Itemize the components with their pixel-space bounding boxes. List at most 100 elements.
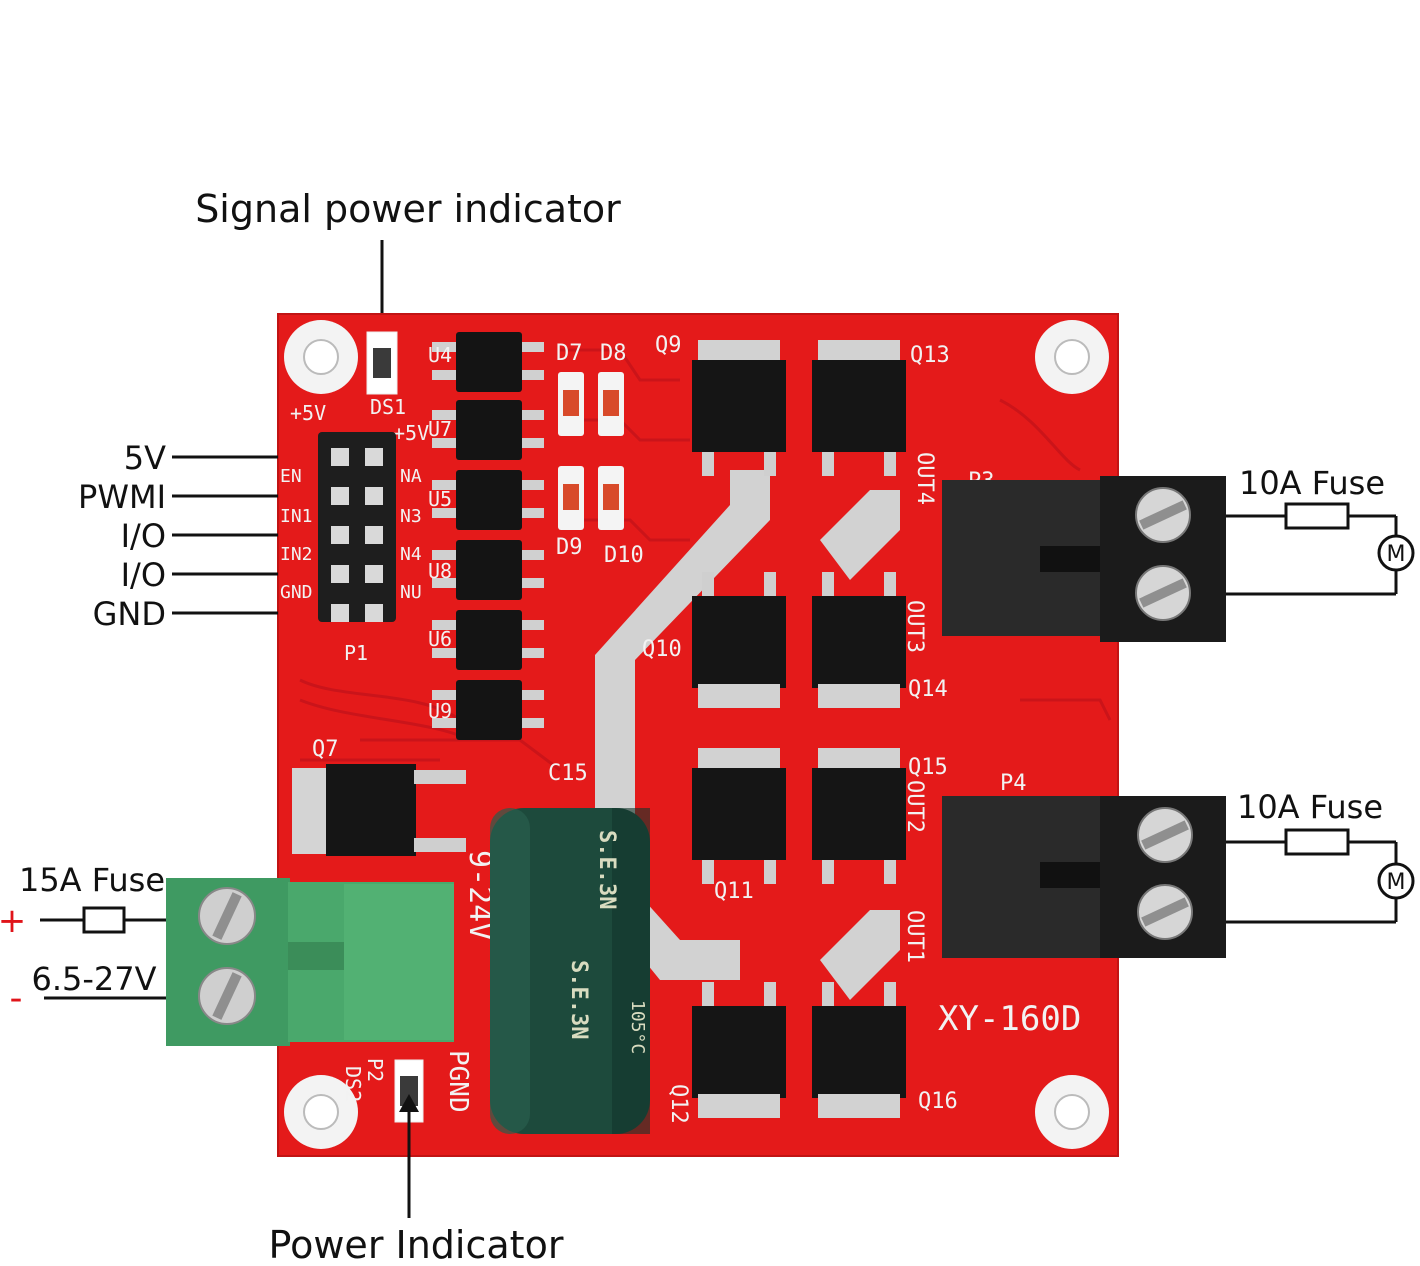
silk-n3: N3: [400, 506, 422, 527]
silk-q15: Q15: [908, 755, 948, 780]
power-trace: [595, 470, 770, 780]
silk-in2: IN2: [280, 544, 313, 565]
silk-en: EN: [280, 466, 302, 487]
pin-label: GND: [93, 595, 166, 633]
motor-icon: [1377, 862, 1415, 900]
silk-p1: P1: [344, 641, 368, 665]
mosfet: [692, 982, 786, 1118]
header-pin: [365, 448, 383, 466]
silk-q7: Q7: [312, 737, 339, 762]
pin-label: I/O: [121, 517, 166, 555]
silk-q10: Q10: [642, 637, 682, 662]
silk-c15: C15: [548, 761, 588, 786]
silk-na: NA: [400, 466, 422, 487]
power-trace: [820, 910, 900, 1000]
silk-q13: Q13: [910, 343, 950, 368]
header-pin: [331, 448, 349, 466]
silk-5v-left: +5V: [290, 401, 326, 425]
mounting-hole-tl: [284, 320, 358, 394]
pin-label: PWMI: [78, 478, 166, 516]
pin-header-p1: [318, 432, 396, 622]
silk-d9: D9: [556, 535, 583, 560]
silk-n4: N4: [400, 544, 422, 565]
power-input-wiring: [40, 906, 166, 1000]
silk-5v-right: +5V: [393, 421, 429, 445]
mosfet: [692, 748, 786, 884]
screw-icon: [1137, 884, 1193, 940]
silk-in1: IN1: [280, 506, 313, 527]
mosfet: [692, 572, 786, 708]
silk-d7: D7: [556, 341, 583, 366]
silk-pgnd: PGND: [443, 1050, 473, 1113]
header-pin: [365, 487, 383, 505]
power-indicator-label: Power Indicator: [269, 1223, 564, 1266]
capacitor-marking: S.E.3N: [594, 830, 619, 909]
diode-d8: [598, 372, 624, 436]
led-ds1: [366, 331, 398, 395]
mounting-hole-bl: [284, 1075, 358, 1149]
capacitor-marking: S.E.3N: [566, 960, 591, 1039]
silk-out2: OUT2: [902, 780, 927, 833]
screw-icon: [1137, 807, 1193, 863]
pin-label: I/O: [121, 556, 166, 594]
header-pin: [331, 487, 349, 505]
power-trace: [820, 490, 900, 580]
header-pin: [331, 565, 349, 583]
motor-symbol: M: [1387, 870, 1406, 895]
silk-out4: OUT4: [912, 452, 937, 505]
power-indicator-arrow: [399, 1094, 419, 1218]
silk-q9: Q9: [655, 333, 682, 358]
header-pin: [365, 565, 383, 583]
header-pin: [331, 604, 349, 622]
motor-symbol: M: [1387, 542, 1406, 567]
silk-out1: OUT1: [902, 910, 927, 963]
mosfet: [812, 572, 906, 708]
silk-q11: Q11: [714, 879, 754, 904]
header-pin: [331, 526, 349, 544]
silk-q12: Q12: [666, 1084, 691, 1124]
mosfet: [812, 340, 906, 476]
optocoupler-chip: [432, 470, 544, 530]
capacitor-c15: [490, 808, 650, 1134]
minus-sign: -: [10, 978, 23, 1019]
fuse-15a-label: 15A Fuse: [19, 861, 165, 899]
header-pin: [365, 604, 383, 622]
capacitor-rating: 105°C: [627, 1000, 648, 1054]
optocoupler-chip: [432, 680, 544, 740]
fuse-10a-bottom-label: 10A Fuse: [1237, 788, 1383, 826]
diode-d7: [558, 372, 584, 436]
optocoupler-chip: [432, 610, 544, 670]
silk-u4: U4: [428, 343, 452, 367]
board-model: XY-160D: [938, 999, 1081, 1039]
diode-d9: [558, 466, 584, 530]
fuse-10a-top-label: 10A Fuse: [1239, 464, 1385, 502]
mosfet: [812, 982, 906, 1118]
mosfet: [812, 748, 906, 884]
screw-icon: [198, 967, 256, 1025]
silk-nu: NU: [400, 582, 422, 603]
silk-d8: D8: [600, 341, 627, 366]
mosfet: [692, 340, 786, 476]
signal-power-indicator-label: Signal power indicator: [195, 187, 621, 231]
header-pin: [365, 526, 383, 544]
header-pins: [331, 448, 383, 622]
mosfet-array: [692, 340, 906, 1118]
optocoupler-chip: [432, 332, 544, 392]
regulator-q7: [292, 764, 466, 856]
plus-sign: +: [0, 901, 26, 941]
pin-lead-lines: [172, 455, 278, 615]
silk-gnd: GND: [280, 582, 313, 603]
silk-d10: D10: [604, 543, 644, 568]
motor-terminal-p4[interactable]: [942, 796, 1226, 958]
optocoupler-chip: [432, 400, 544, 460]
voltage-range-label: 6.5-27V: [31, 960, 156, 998]
silk-u9: U9: [428, 699, 452, 723]
screw-icon: [1135, 487, 1191, 543]
silk-u7: U7: [428, 417, 452, 441]
power-input-terminal[interactable]: [166, 878, 454, 1046]
silk-ds2: DS2: [341, 1066, 365, 1102]
screw-icon: [1135, 565, 1191, 621]
motor-circuit-bottom: [1226, 828, 1398, 924]
